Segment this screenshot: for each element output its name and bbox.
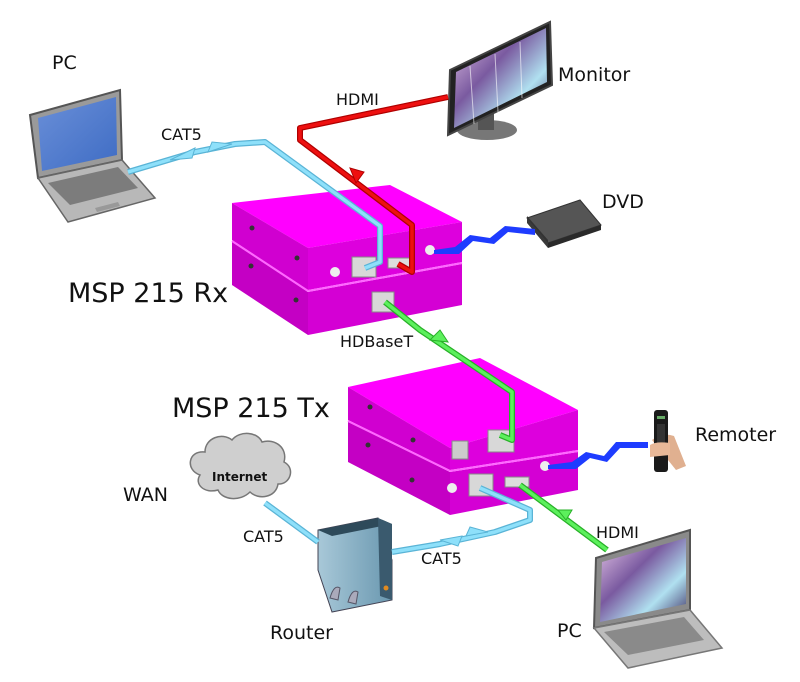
internet-label: Internet	[212, 470, 268, 484]
cable-hdbaset	[383, 299, 515, 443]
internet-cloud-icon	[189, 432, 292, 500]
monitor-icon	[446, 20, 554, 140]
cable-hdmi-pc-tx	[518, 482, 609, 553]
router-icon	[317, 517, 393, 613]
remote-control-icon	[650, 410, 686, 472]
cat5-label-wan: CAT5	[243, 527, 284, 546]
monitor-label: Monitor	[558, 64, 631, 86]
cable-cat5-router-tx	[391, 485, 533, 555]
pc-laptop-top-icon	[28, 88, 157, 223]
hdmi-label-bottom: HDMI	[596, 523, 639, 542]
dvd-player-icon	[526, 199, 602, 248]
tx-unit-label: MSP 215 Tx	[172, 393, 330, 424]
tx-hdmi-port	[504, 476, 530, 488]
remote-label: Remoter	[695, 424, 777, 446]
cat5-label-top: CAT5	[161, 125, 202, 144]
ir-link-remote-tx	[548, 442, 648, 469]
cable-hdmi-rx-monitor	[297, 94, 449, 275]
ir-link-dvd-rx	[434, 226, 535, 254]
msp-215-tx-unit	[347, 358, 579, 515]
hdmi-label-top: HDMI	[336, 90, 379, 109]
cable-cat5-pc-rx	[127, 139, 383, 271]
cat5-label-router: CAT5	[421, 549, 462, 568]
tx-dip-switch	[451, 440, 469, 460]
pc-bottom-label: PC	[557, 620, 582, 642]
rx-top-face	[232, 185, 462, 248]
router-label: Router	[270, 622, 333, 644]
dvd-label: DVD	[602, 191, 644, 213]
msp-215-rx-unit	[231, 185, 463, 335]
rx-unit-label: MSP 215 Rx	[68, 278, 229, 309]
rx-rj45-port-top	[351, 256, 377, 278]
pc-laptop-bottom-icon	[592, 528, 724, 669]
hdbaset-label: HDBaseT	[340, 332, 414, 351]
wan-label: WAN	[123, 484, 168, 506]
cable-cat5-internet-router	[263, 500, 320, 545]
pc-top-label: PC	[52, 52, 77, 74]
